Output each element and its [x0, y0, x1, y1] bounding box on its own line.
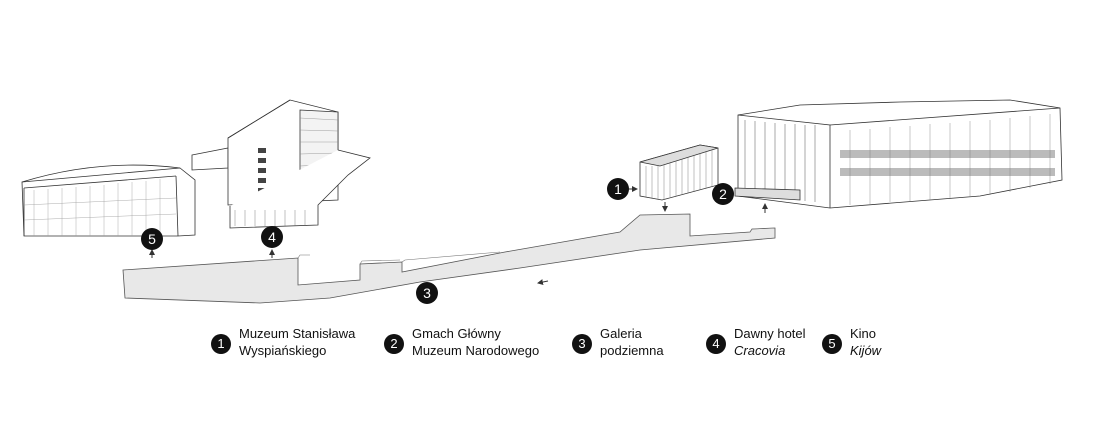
legend-label-3-line1: Galeria: [600, 326, 642, 341]
marker-4: 4: [261, 226, 283, 248]
marker-2: 2: [712, 183, 734, 205]
kino-kijow-building: [21, 164, 196, 258]
legend-label-2-line1: Gmach Główny: [412, 326, 501, 341]
muzeum-wyspianskiego-building: [628, 144, 719, 212]
legend-item-2: 2 Gmach Główny Muzeum Narodowego: [384, 325, 539, 359]
legend-item-1: 1 Muzeum Stanisława Wyspiańskiego: [211, 325, 355, 359]
legend-label-4-line1: Dawny hotel: [734, 326, 806, 341]
gmach-glowny-building: [734, 99, 1063, 213]
legend-item-4: 4 Dawny hotel Cracovia: [706, 325, 806, 359]
legend-label-1-line1: Muzeum Stanisława: [239, 326, 356, 341]
legend-label-4-line2: Cracovia: [734, 343, 786, 358]
legend-number-3: 3: [572, 334, 592, 354]
underground-gallery-tunnel: [122, 213, 776, 304]
legend-number-5: 5: [822, 334, 842, 354]
legend-number-1: 1: [211, 334, 231, 354]
hotel-cracovia-building: [191, 99, 371, 258]
legend-item-5: 5 Kino Kijów: [822, 325, 881, 359]
legend-label-1-line2: Wyspiańskiego: [239, 343, 327, 358]
legend-number-2: 2: [384, 334, 404, 354]
legend-label-5-line2: Kijów: [850, 343, 882, 358]
legend-item-3: 3 Galeria podziemna: [572, 325, 664, 359]
marker-3: 3: [416, 282, 438, 304]
legend-label-2-line2: Muzeum Narodowego: [412, 343, 540, 358]
marker-1: 1: [607, 178, 629, 200]
marker-5: 5: [141, 228, 163, 250]
legend-label-3-line2: podziemna: [600, 343, 664, 358]
legend-label-5-line1: Kino: [850, 326, 877, 341]
legend-number-4: 4: [706, 334, 726, 354]
